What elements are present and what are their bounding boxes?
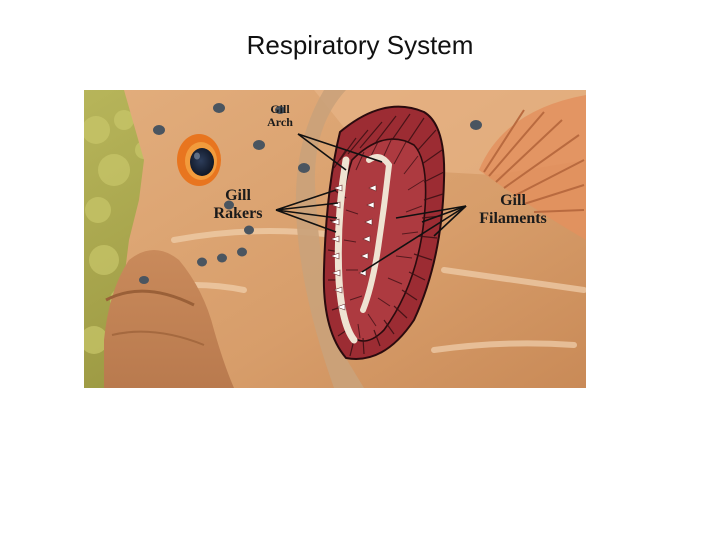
label-gill-rakers: Gill Rakers xyxy=(196,187,280,223)
gill-diagram: Gill Arch Gill Rakers Gill Filaments xyxy=(84,90,586,388)
label-gill-rakers-line1: Gill xyxy=(225,187,251,204)
body-spots xyxy=(139,103,482,284)
fish-eye xyxy=(177,134,221,186)
label-gill-filaments-line1: Gill xyxy=(500,192,526,209)
label-gill-arch: Gill Arch xyxy=(254,102,306,130)
mouth-line xyxy=(105,289,195,307)
gill-rakers xyxy=(330,184,377,311)
label-gill-arch-line2: Arch xyxy=(267,115,293,130)
label-gill-filaments-line2: Filaments xyxy=(479,209,547,227)
pectoral-fin xyxy=(479,95,586,240)
label-pointers xyxy=(275,133,467,273)
slide-title: Respiratory System xyxy=(246,30,474,60)
label-gill-filaments: Gill Filaments xyxy=(461,192,565,228)
gill-arch-2 xyxy=(360,153,393,313)
fish-jaw xyxy=(104,250,234,388)
gill-structure xyxy=(322,105,446,360)
label-gill-arch-line1: Gill xyxy=(270,102,290,116)
fish-photo-illustration xyxy=(84,90,586,388)
operculum xyxy=(295,90,364,388)
label-gill-rakers-line2: Rakers xyxy=(213,204,263,222)
filament-lines xyxy=(327,113,445,357)
